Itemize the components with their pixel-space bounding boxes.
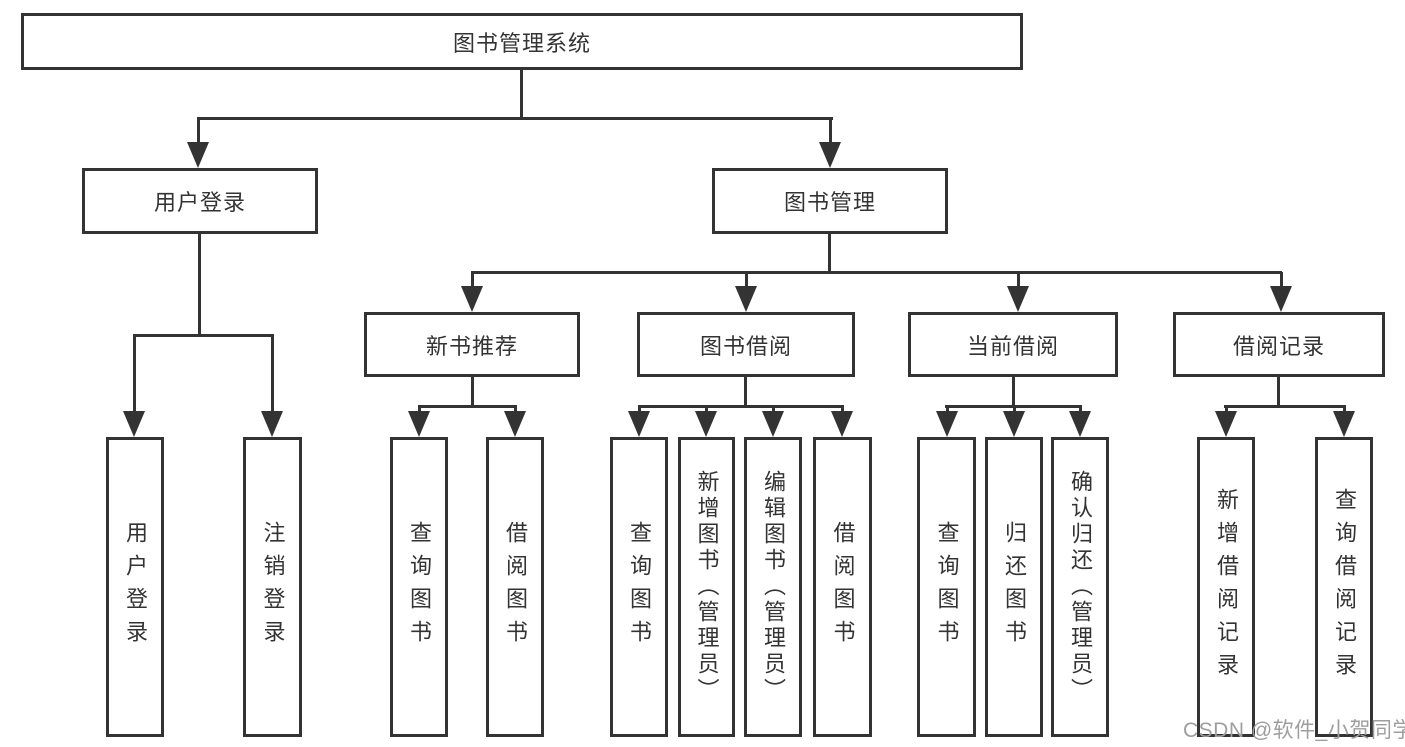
leaf-logout-label: 注销登录 (260, 521, 286, 653)
node-borrowing-records: 借阅记录 (1173, 312, 1385, 377)
arrow-to-leaf-borrow-books-2 (831, 406, 853, 437)
leaf-query-books-1: 查询图书 (390, 437, 448, 737)
leaf-user-login: 用户登录 (106, 437, 164, 737)
node-book-management-label: 图书管理 (783, 190, 876, 215)
node-root: 图书管理系统 (21, 13, 1023, 70)
node-book-borrowing: 图书借阅 (637, 312, 855, 377)
node-borrowing-records-label: 借阅记录 (1232, 333, 1325, 359)
node-user-login-label: 用户登录 (153, 190, 246, 215)
node-new-book-recommend-label: 新书推荐 (425, 333, 518, 359)
leaf-return-books: 归还图书 (985, 437, 1043, 737)
leaf-edit-books-admin: 编辑图书（管理员） (744, 437, 802, 737)
leaf-return-books-label: 归还图书 (1002, 521, 1027, 653)
connector-user-login-stem (198, 233, 201, 335)
leaf-confirm-return-admin-label: 确认归还（管理员） (1068, 470, 1093, 704)
connector-book-borrowing-stem (744, 376, 747, 406)
arrow-to-new-book-recommend (461, 272, 483, 312)
leaf-query-books-2: 查询图书 (610, 437, 668, 737)
node-current-borrowing-label: 当前借阅 (966, 333, 1059, 359)
arrow-to-book-borrowing (735, 272, 757, 312)
connector-root-stem (520, 69, 523, 118)
connector-book-borrowing-bus (638, 405, 844, 408)
arrow-to-book-management (819, 118, 841, 168)
leaf-borrow-books-1-label: 借阅图书 (503, 521, 528, 653)
watermark: CSDN @软件_小贺同学 (1183, 719, 1405, 742)
leaf-logout: 注销登录 (243, 437, 302, 737)
arrow-to-leaf-edit-books-admin (762, 406, 784, 437)
node-book-borrowing-label: 图书借阅 (699, 333, 792, 359)
arrow-to-leaf-borrow-books-1 (504, 406, 526, 437)
arrow-to-leaf-confirm-return-admin (1069, 406, 1091, 437)
arrow-to-current-borrowing (1007, 272, 1029, 312)
arrow-to-leaf-add-borrow-record (1215, 406, 1237, 437)
connector-level1-bus (197, 117, 833, 120)
arrow-to-leaf-query-books-2 (628, 406, 650, 437)
node-new-book-recommend: 新书推荐 (364, 312, 580, 377)
node-user-login: 用户登录 (82, 168, 318, 234)
arrow-to-leaf-query-borrow-record (1333, 406, 1355, 437)
leaf-add-books-admin-label: 新增图书（管理员） (694, 470, 720, 704)
leaf-add-books-admin: 新增图书（管理员） (678, 437, 735, 737)
connector-new-book-recommend-stem (471, 376, 474, 406)
arrow-to-leaf-logout (261, 335, 283, 437)
node-root-label: 图书管理系统 (452, 30, 591, 56)
arrow-to-leaf-query-books-1 (408, 406, 430, 437)
leaf-query-books-3: 查询图书 (917, 437, 976, 737)
leaf-user-login-label: 用户登录 (123, 521, 148, 653)
arrow-to-user-login (187, 118, 209, 168)
arrow-to-leaf-add-books-admin (695, 406, 717, 437)
leaf-query-books-3-label: 查询图书 (934, 521, 960, 653)
connector-current-borrowing-stem (1012, 376, 1015, 406)
arrow-to-leaf-query-books-3 (936, 406, 958, 437)
leaf-borrow-books-1: 借阅图书 (486, 437, 544, 737)
leaf-query-borrow-record-label: 查询借阅记录 (1332, 488, 1357, 686)
arrow-to-borrowing-records (1270, 272, 1292, 312)
leaf-add-borrow-record: 新增借阅记录 (1197, 437, 1255, 737)
connector-new-book-recommend-bus (418, 405, 517, 408)
connector-borrowing-records-stem (1277, 376, 1280, 406)
leaf-query-borrow-record: 查询借阅记录 (1315, 437, 1373, 737)
leaf-borrow-books-2-label: 借阅图书 (830, 521, 856, 653)
leaf-borrow-books-2: 借阅图书 (813, 437, 872, 737)
node-book-management: 图书管理 (712, 168, 948, 234)
arrow-to-leaf-user-login (123, 335, 145, 437)
node-current-borrowing: 当前借阅 (908, 312, 1118, 377)
connector-borrowing-records-bus (1224, 405, 1346, 408)
connector-level2-bus (471, 271, 1282, 274)
leaf-edit-books-admin-label: 编辑图书（管理员） (761, 470, 786, 704)
connector-book-management-stem (828, 233, 831, 272)
leaf-add-borrow-record-label: 新增借阅记录 (1214, 488, 1239, 686)
leaf-query-books-2-label: 查询图书 (627, 521, 652, 653)
leaf-confirm-return-admin: 确认归还（管理员） (1051, 437, 1109, 737)
leaf-query-books-1-label: 查询图书 (407, 521, 432, 653)
connector-user-login-bus (133, 334, 274, 337)
arrow-to-leaf-return-books (1003, 406, 1025, 437)
